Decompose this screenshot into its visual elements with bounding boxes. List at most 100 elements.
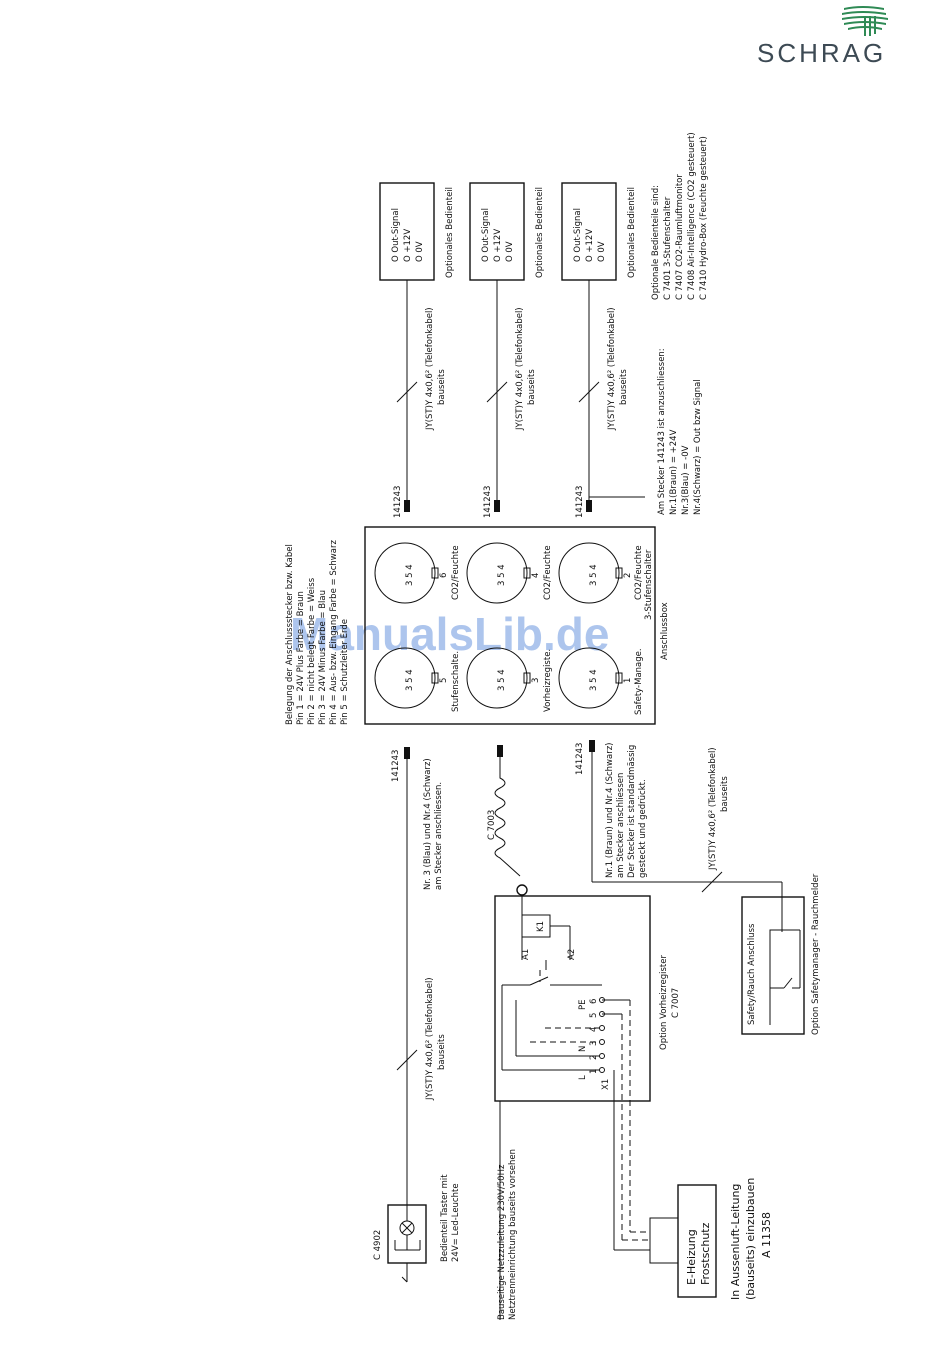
pin-legend-4: Pin 4 = Aus- bzw. Eingang Farbe = Schwar… (329, 540, 339, 725)
terminal-label-n: N (578, 1046, 588, 1052)
panel3-cable2: bauseits (619, 369, 629, 405)
pin-legend-1: Pin 1 = 24V Plus Farbe = Braun (296, 591, 306, 725)
safety-box: Safety/Rauch Anschluss Option Safetymana… (741, 873, 821, 1035)
panel3-plug: 141243 (575, 486, 585, 518)
socket2-pins: 3 5 4 (589, 564, 599, 586)
left-plug-note1: Nr. 3 (Blau) und Nr.4 (Schwarz) (423, 758, 433, 890)
relay-k1: K1 (536, 921, 546, 932)
panel3-pin-0v: O 0V (597, 241, 607, 262)
socket-3: 3 5 4 3 Vorheizregiste. (466, 647, 553, 712)
socket3-label: Vorheizregiste. (543, 649, 553, 712)
connection-box: Anschlussbox 3 5 4 6 CO2/Feuchte 3 5 4 4… (364, 526, 670, 725)
mains-note: Bauseitige Netzzuleitung 230V/50Hz Netzt… (497, 1149, 518, 1320)
panel3-title: Optionales Bedienteil (627, 187, 637, 278)
panel2-pin-out: O Out-Signal (481, 208, 491, 262)
bottom-cable2: bauseits (720, 776, 730, 812)
control-panel: C 4902 Bedienteil Taster mit 24V= Led-Le… (373, 1174, 461, 1283)
panel2-pin-0v: O 0V (505, 241, 515, 262)
control-code: C 4902 (373, 1230, 383, 1260)
terminal-x1: X1 (601, 1079, 611, 1090)
pin-legend-5: Pin 5 = Schutzleiter Erde (340, 619, 350, 725)
heater-line2: Frostschutz (699, 1222, 712, 1285)
outside-line1: In Aussenluft-Leitung (729, 1184, 742, 1300)
control-label1: Bedienteil Taster mit (440, 1174, 450, 1262)
optional-list-item-2: C 7407 CO2-Raumluftmonitor (675, 174, 685, 300)
socket4-pins: 3 5 4 (497, 564, 507, 586)
terminal-label-pe: PE (578, 1000, 588, 1011)
left-plug-note2: am Stecker anschliessen. (434, 782, 444, 890)
mains-line1: Bauseitige Netzzuleitung 230V/50Hz (497, 1164, 507, 1320)
c7003-sensor: C 7003 (487, 745, 528, 896)
socket-6: 3 5 4 6 CO2/Feuchte (374, 542, 461, 604)
optional-panel-2: O Out-Signal O +12V O 0V Optionales Bedi… (469, 182, 545, 518)
socket1-num: 1 (623, 678, 633, 683)
panel1-title: Optionales Bedienteil (445, 187, 455, 278)
bottom-plug-id: 141243 (575, 743, 585, 775)
safety-box-label: Safety/Rauch Anschluss (747, 923, 757, 1025)
panel2-pin-12v: O +12V (493, 229, 503, 262)
socket-5: 3 5 4 5 Stufenschalte. (374, 647, 461, 712)
panel1-plug: 141243 (393, 486, 403, 518)
terminal-num-5: 5 (589, 1013, 599, 1018)
pin-legend-title: Belegung der Anschlussstecker bzw. Kabel (285, 544, 295, 725)
left-plug: 141243 Nr. 3 (Blau) und Nr.4 (Schwarz) a… (391, 747, 447, 1205)
socket3-pins: 3 5 4 (497, 669, 507, 691)
panel3-cable: JY(ST)Y 4x0,6² (Telefonkabel) (607, 307, 617, 431)
optional-list: Optionale Bedienteile sind: C 7401 3-Stu… (651, 132, 709, 300)
terminal-num-4: 4 (589, 1027, 599, 1032)
bottom-cable: JY(ST)Y 4x0,6² (Telefonkabel) (708, 747, 718, 871)
control-label2: 24V= Led-Leuchte (451, 1183, 461, 1262)
socket4-num: 4 (531, 573, 541, 578)
plug-note: Am Stecker 141243 ist anzuschliessen: Nr… (657, 348, 703, 515)
socket6-label: CO2/Feuchte (451, 545, 461, 600)
socket5-pins: 3 5 4 (405, 669, 415, 691)
socket-2: 3 5 4 2 CO2/Feuchte 3-Stufenschalter (558, 542, 654, 620)
plug-note-line-4: Nr.4(Schwarz) = Out bzw Signal (693, 379, 703, 515)
c7003-label: C 7003 (487, 810, 497, 840)
optional-list-item-4: C 7410 Hydro-Box (Feuchte gesteuert) (699, 136, 709, 300)
optional-panel-1: O Out-Signal O +12V O 0V Optionales Bedi… (379, 182, 455, 518)
plug-note-line-1: Am Stecker 141243 ist anzuschliessen: (657, 348, 667, 515)
relay-a2: A2 (567, 949, 577, 960)
socket2-num: 2 (623, 573, 633, 578)
safety-caption: Option Safetymanager - Rauchmelder (811, 873, 821, 1035)
socket3-num: 3 (531, 678, 541, 683)
watermark: ManualsLib.de (290, 608, 609, 660)
socket-4: 3 5 4 4 CO2/Feuchte (466, 542, 553, 604)
bottom-plug: 141243 Nr.1 (Braun) und Nr.4 (Schwarz) a… (575, 740, 783, 932)
panel1-pin-0v: O 0V (415, 241, 425, 262)
panel2-cable: JY(ST)Y 4x0,6² (Telefonkabel) (515, 307, 525, 431)
mains-line2: Netztrenneinrichtung bauseits vorsehen (508, 1149, 518, 1320)
optional-panel-3: O Out-Signal O +12V O 0V Optionales Bedi… (561, 182, 645, 518)
terminal-num-2: 2 (589, 1055, 599, 1060)
preheater-box: K1 A1 A2 X1 1 2 3 4 5 6 L N PE Option V (494, 895, 681, 1102)
socket-1: 3 5 4 1 Safety-Manage. (558, 647, 644, 715)
panel1-pin-12v: O +12V (403, 229, 413, 262)
socket6-num: 6 (439, 573, 449, 578)
heater-line1: E-Heizung (685, 1229, 698, 1285)
schrag-logo (842, 6, 888, 36)
plug-note-line-2: Nr.1(Braun) = +24V (669, 429, 679, 515)
relay-a1: A1 (521, 949, 531, 960)
socket6-pins: 3 5 4 (405, 564, 415, 586)
panel2-title: Optionales Bedienteil (535, 187, 545, 278)
terminal-num-1: 1 (589, 1069, 599, 1074)
pin-legend: Belegung der Anschlussstecker bzw. Kabel… (285, 540, 350, 725)
terminal-block: X1 1 2 3 4 5 6 L N PE (578, 997, 611, 1090)
panel2-cable2: bauseits (527, 369, 537, 405)
heater-wiring (499, 1000, 650, 1320)
panel1-cable2: bauseits (437, 369, 447, 405)
outside-note: In Aussenluft-Leitung (bauseits) einzuba… (729, 1178, 773, 1300)
panel2-plug: 141243 (483, 486, 493, 518)
bottom-plug-line1: Nr.1 (Braun) und Nr.4 (Schwarz) (605, 743, 615, 879)
terminal-num-6: 6 (589, 999, 599, 1004)
optional-list-title: Optionale Bedienteile sind: (651, 185, 661, 300)
plug-note-line-3: Nr.3(Blau) = -0V (681, 445, 691, 515)
left-cable2: bauseits (437, 1034, 447, 1070)
optional-list-item-1: C 7401 3-Stufenschalter (663, 196, 673, 300)
panel3-pin-out: O Out-Signal (573, 208, 583, 262)
terminal-label-l: L (578, 1075, 588, 1080)
socket2-label: CO2/Feuchte (634, 545, 644, 600)
brand-name: SCHRAG (757, 38, 887, 68)
